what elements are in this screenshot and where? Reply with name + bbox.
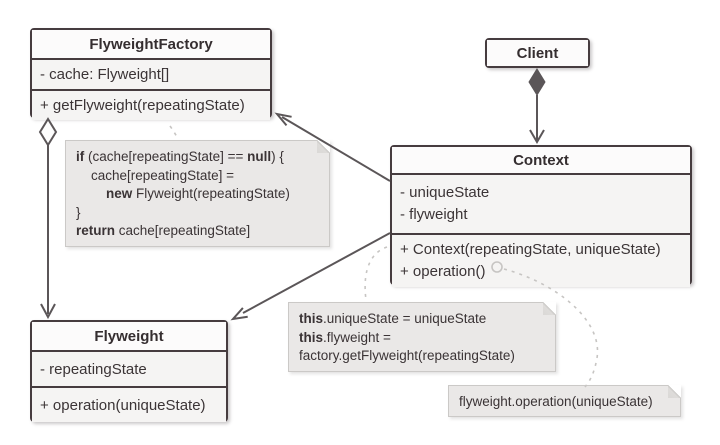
compartment-divider: [392, 233, 690, 235]
context-factory-arrowhead: [274, 112, 292, 127]
context-flyweight-arrowhead: [230, 307, 248, 321]
class-context-method: + Context(repeatingState, uniqueState): [400, 241, 661, 258]
class-flyweightfactory-method: + getFlyweight(repeatingState): [32, 91, 270, 120]
dashed-link-factory-note: [169, 125, 179, 140]
class-context-attributes: - uniqueState - flyweight: [392, 175, 690, 233]
compartment-divider: [32, 89, 270, 91]
compartment-divider: [32, 350, 226, 352]
note-getflyweight-code: if (cache[repeatingState] == null) { cac…: [65, 140, 330, 247]
class-flyweightfactory: FlyweightFactory - cache: Flyweight[] + …: [30, 28, 272, 120]
client-context-arrowhead: [529, 129, 545, 144]
note-fold-icon: [668, 385, 681, 398]
class-flyweight-method: + operation(uniqueState): [32, 388, 226, 422]
class-flyweight-attribute: - repeatingState: [32, 352, 226, 386]
compartment-divider: [32, 58, 270, 60]
compartment-divider: [392, 173, 690, 175]
aggregation-diamond: [38, 117, 58, 147]
note-operation-code: flyweight.operation(uniqueState): [448, 385, 681, 417]
class-context: Context - uniqueState - flyweight + Cont…: [390, 145, 692, 287]
note-code-lines: if (cache[repeatingState] == null) { cac…: [76, 149, 290, 238]
dashed-link-ctor-note: [364, 246, 388, 301]
class-flyweight: Flyweight - repeatingState + operation(u…: [30, 320, 228, 422]
composition-diamond: [528, 68, 546, 96]
note-code-lines: flyweight.operation(uniqueState): [459, 394, 653, 409]
note-fold-icon: [543, 302, 556, 315]
factory-flyweight-arrowhead: [40, 303, 56, 320]
note-fold-icon: [317, 140, 330, 153]
class-context-attribute: - uniqueState: [400, 184, 490, 201]
class-flyweightfactory-attribute: - cache: Flyweight[]: [32, 60, 270, 89]
class-client-title: Client: [487, 40, 588, 66]
class-flyweightfactory-title: FlyweightFactory: [32, 30, 270, 58]
class-client: Client: [485, 38, 590, 68]
class-context-title: Context: [392, 147, 690, 173]
class-context-method: + operation(): [400, 263, 486, 280]
class-context-methods: + Context(repeatingState, uniqueState) +…: [392, 235, 690, 287]
compartment-divider: [32, 386, 226, 388]
class-flyweight-title: Flyweight: [32, 322, 226, 350]
class-context-attribute: - flyweight: [400, 206, 468, 223]
